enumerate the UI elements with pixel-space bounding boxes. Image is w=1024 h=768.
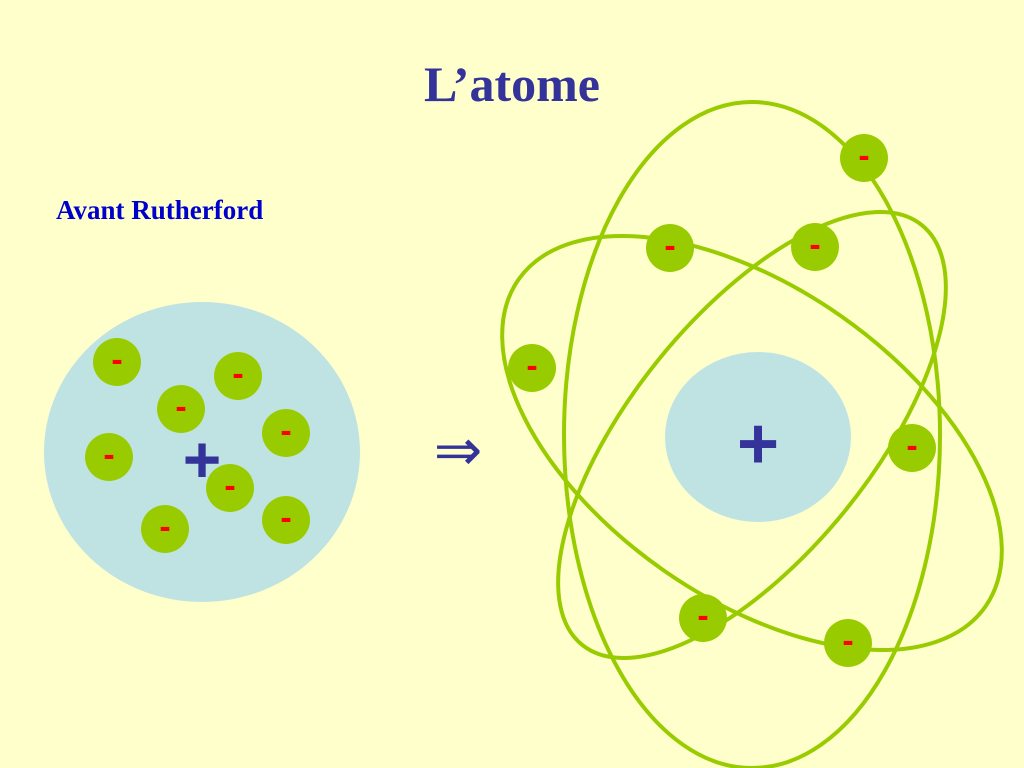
nucleus-charge-symbol: +: [737, 404, 779, 484]
thomson-model: + --------: [44, 302, 360, 602]
electron-charge-symbol: -: [224, 467, 235, 505]
electron-circle: [508, 344, 556, 392]
orbiting-electron: -: [508, 344, 556, 392]
electron-charge-symbol: -: [280, 499, 291, 537]
electron-circle: [141, 505, 189, 553]
orbit-vertical: [562, 100, 942, 768]
embedded-electron: -: [206, 464, 254, 512]
implies-arrow: ⇒: [434, 416, 483, 484]
orbiting-electron: -: [888, 424, 936, 472]
electron-circle: [262, 409, 310, 457]
orbiting-electron: -: [646, 224, 694, 272]
electron-circle: [888, 424, 936, 472]
electron-charge-symbol: -: [111, 341, 122, 379]
orbit-diagonal-down: [500, 234, 1004, 652]
electron-circle: [93, 338, 141, 386]
rutherford-model: + - - - - - - -: [500, 100, 1004, 768]
electron-circle: [262, 496, 310, 544]
orbiting-electron: -: [824, 619, 872, 667]
electron-charge-symbol: -: [842, 622, 853, 660]
electron-charge-symbol: -: [697, 597, 708, 635]
embedded-electron: -: [141, 505, 189, 553]
nucleus: [665, 352, 851, 522]
orbiting-electrons: - - - - - - -: [508, 134, 936, 667]
electron-circle: [840, 134, 888, 182]
slide-title: L’atome: [424, 56, 600, 112]
orbiting-electron: -: [679, 594, 727, 642]
electron-charge-symbol: -: [809, 226, 820, 264]
electron-charge-symbol: -: [858, 137, 869, 175]
electron-circle: [646, 224, 694, 272]
electron-circle: [791, 223, 839, 271]
slide-subtitle: Avant Rutherford: [56, 195, 264, 225]
embedded-electron: -: [85, 433, 133, 481]
electron-circle: [85, 433, 133, 481]
orbiting-electron: -: [840, 134, 888, 182]
electron-charge-symbol: -: [906, 427, 917, 465]
orbit-diagonal-up: [556, 209, 948, 661]
embedded-electron: -: [93, 338, 141, 386]
embedded-electron: -: [214, 352, 262, 400]
embedded-electron: -: [262, 409, 310, 457]
electron-circle: [679, 594, 727, 642]
embedded-electron: -: [262, 496, 310, 544]
orbiting-electron: -: [791, 223, 839, 271]
electron-charge-symbol: -: [280, 412, 291, 450]
electron-charge-symbol: -: [232, 355, 243, 393]
electron-circle: [824, 619, 872, 667]
electron-circle: [157, 385, 205, 433]
electron-circle: [206, 464, 254, 512]
electron-circle: [214, 352, 262, 400]
electron-charge-symbol: -: [526, 347, 537, 385]
electron-charge-symbol: -: [103, 436, 114, 474]
electron-charge-symbol: -: [159, 508, 170, 546]
embedded-electrons: --------: [85, 338, 310, 553]
embedded-electron: -: [157, 385, 205, 433]
electron-charge-symbol: -: [175, 388, 186, 426]
electron-charge-symbol: -: [664, 227, 675, 265]
